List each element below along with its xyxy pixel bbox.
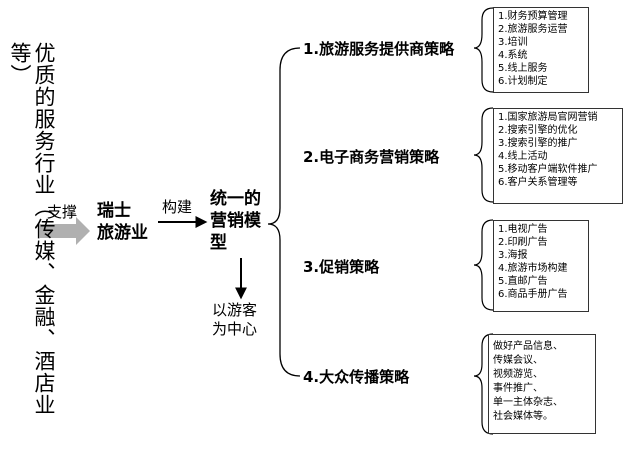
list-item: 3.培训 bbox=[498, 37, 528, 48]
support-arrow bbox=[40, 217, 90, 245]
list-item: 1.电视广告 bbox=[498, 224, 548, 235]
strategy-title-3: 3.促销策略 bbox=[303, 258, 380, 276]
support-label: 支撑 bbox=[47, 203, 78, 221]
service-industry-label: 优质的服务行业（传媒、金融、酒店业等） bbox=[8, 42, 56, 416]
list-item: 2.搜索引擎的优化 bbox=[498, 125, 578, 136]
list-item: 单一主体杂志、 bbox=[493, 397, 563, 408]
list-item: 3.搜索引擎的推广 bbox=[498, 138, 578, 149]
list-item: 5.直邮广告 bbox=[498, 276, 548, 287]
list-item: 5.线上服务 bbox=[498, 63, 548, 74]
list-item: 6.商品手册广告 bbox=[498, 289, 568, 300]
list-item: 4.系统 bbox=[498, 50, 528, 61]
strategy-box-3: 1.电视广告 2.印刷广告 3.海报 4.旅游市场构建 5.直邮广告 6.商品手… bbox=[493, 220, 589, 312]
list-item: 传媒会议、 bbox=[493, 355, 543, 366]
list-item: 4.线上活动 bbox=[498, 151, 548, 162]
list-item: 2.旅游服务运营 bbox=[498, 24, 568, 35]
unified-model-label: 统一的 营销模 型 bbox=[210, 189, 261, 253]
swiss-tourism-label: 瑞士 旅游业 bbox=[97, 201, 148, 243]
list-item: 6.计划制定 bbox=[498, 76, 548, 87]
list-item: 1.国家旅游局官网营销 bbox=[498, 112, 598, 123]
list-item: 6.客户关系管理等 bbox=[498, 177, 578, 188]
list-item: 3.海报 bbox=[498, 250, 528, 261]
list-item: 事件推广、 bbox=[493, 383, 543, 394]
strategy-box-1: 1.财务预算管理 2.旅游服务运营 3.培训 4.系统 5.线上服务 6.计划制… bbox=[493, 7, 589, 93]
bracket-2 bbox=[473, 107, 494, 203]
strategy-box-4: 做好产品信息、 传媒会议、 视频游览、 事件推广、 单一主体杂志、 社会媒体等。 bbox=[488, 334, 596, 434]
build-label: 构建 bbox=[162, 198, 193, 216]
list-item: 4.旅游市场构建 bbox=[498, 263, 568, 274]
main-brace bbox=[267, 47, 301, 377]
bracket-1 bbox=[473, 7, 494, 93]
list-item: 5.移动客户端软件推广 bbox=[498, 164, 598, 175]
list-item: 2.印刷广告 bbox=[498, 237, 548, 248]
strategy-title-2: 2.电子商务营销策略 bbox=[303, 148, 440, 166]
bracket-3 bbox=[473, 219, 494, 311]
list-item: 做好产品信息、 bbox=[493, 341, 563, 352]
tourist-centered-label: 以游客 为中心 bbox=[212, 301, 258, 338]
bracket-4 bbox=[473, 333, 494, 435]
strategy-box-2: 1.国家旅游局官网营销 2.搜索引擎的优化 3.搜索引擎的推广 4.线上活动 5… bbox=[493, 108, 623, 204]
strategy-title-1: 1.旅游服务提供商策略 bbox=[303, 40, 455, 58]
list-item: 1.财务预算管理 bbox=[498, 11, 568, 22]
list-item: 社会媒体等。 bbox=[493, 411, 553, 422]
strategy-title-4: 4.大众传播策略 bbox=[303, 368, 410, 386]
list-item: 视频游览、 bbox=[493, 369, 543, 380]
